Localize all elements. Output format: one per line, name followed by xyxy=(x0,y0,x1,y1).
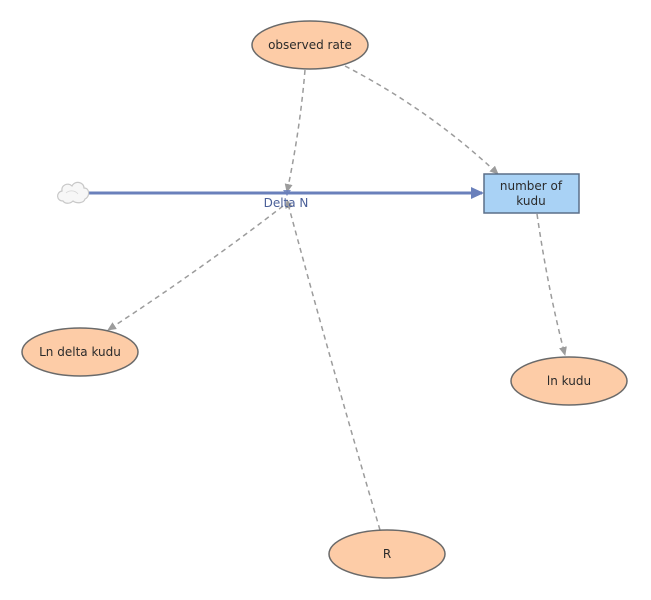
link-delta-n-to-ln-delta-kudu[interactable] xyxy=(107,205,284,331)
auxiliary-observed-rate[interactable]: observed rate xyxy=(251,20,369,70)
link-observed-rate-to-number-of-kudu[interactable] xyxy=(344,65,499,175)
cloud-source-icon xyxy=(57,181,90,204)
auxiliary-ln-delta-kudu[interactable]: Ln delta kudu xyxy=(21,327,139,377)
auxiliary-r[interactable]: R xyxy=(328,529,446,579)
flow-label-delta-n[interactable]: Delta N xyxy=(264,196,309,210)
link-number-of-kudu-to-ln-kudu[interactable] xyxy=(536,213,567,356)
auxiliary-label-r: R xyxy=(383,547,391,561)
flow-valve-icon[interactable] xyxy=(283,190,291,196)
link-observed-rate-to-delta-n[interactable] xyxy=(284,69,306,193)
stock-number-of-kudu[interactable]: number of kudu xyxy=(483,173,580,214)
auxiliary-ln-kudu[interactable]: ln kudu xyxy=(510,356,628,406)
auxiliary-label-ln-delta-kudu: Ln delta kudu xyxy=(39,345,121,359)
auxiliary-label-observed-rate: observed rate xyxy=(268,38,352,52)
stock-label-line1: number of xyxy=(500,179,563,193)
auxiliary-label-ln-kudu: ln kudu xyxy=(547,374,591,388)
link-r-to-delta-n[interactable] xyxy=(285,199,381,531)
stock-label-line2: kudu xyxy=(516,194,545,208)
